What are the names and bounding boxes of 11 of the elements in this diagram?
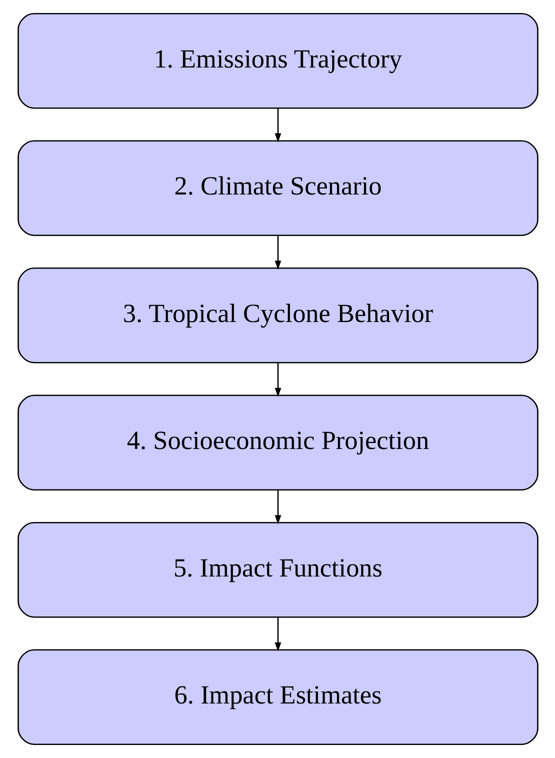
node-box: 1. Emissions Trajectory: [17, 12, 538, 109]
node-box: 4. Socioeconomic Projection: [17, 394, 538, 490]
arrow: [274, 617, 281, 652]
node-box: 2. Climate Scenario: [17, 140, 538, 236]
arrow: [274, 108, 281, 142]
node-box: 5. Impact Functions: [17, 522, 538, 618]
node-box: 6. Impact Estimates: [17, 649, 538, 746]
arrow: [274, 235, 281, 270]
node-box: 3. Tropical Cyclone Behavior: [17, 268, 538, 364]
arrow: [274, 490, 281, 524]
arrow: [274, 362, 281, 398]
